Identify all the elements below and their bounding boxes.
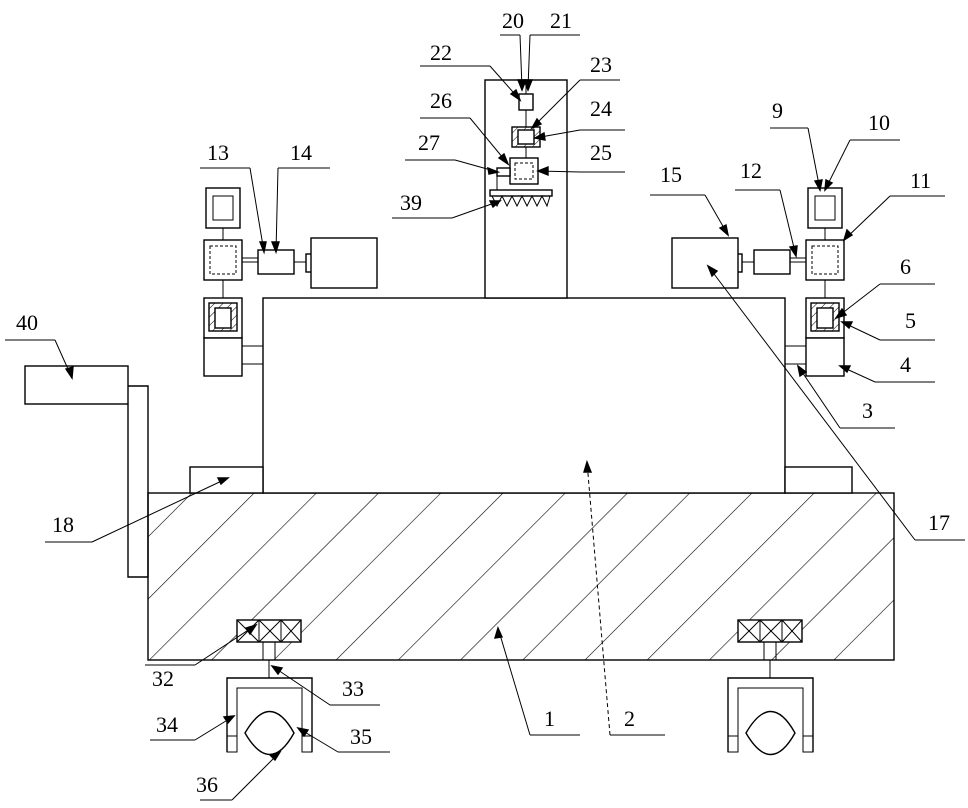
- label-40: 40: [16, 310, 38, 335]
- label-33: 33: [342, 676, 364, 701]
- label-23: 23: [590, 52, 612, 77]
- label-13: 13: [207, 140, 229, 165]
- label-14: 14: [290, 140, 312, 165]
- label-36: 36: [196, 772, 218, 797]
- top-column: [485, 80, 567, 298]
- label-35: 35: [350, 724, 372, 749]
- handle: [25, 366, 148, 577]
- wheel-right: [728, 620, 813, 755]
- wheel-left: [227, 620, 312, 755]
- label-25: 25: [590, 140, 612, 165]
- label-24: 24: [590, 96, 612, 121]
- label-9: 9: [772, 98, 783, 123]
- label-11: 11: [910, 168, 931, 193]
- label-27: 27: [418, 130, 440, 155]
- label-18: 18: [52, 512, 74, 537]
- label-2: 2: [624, 706, 635, 731]
- label-6: 6: [900, 254, 911, 279]
- label-3: 3: [862, 398, 873, 423]
- label-34: 34: [156, 712, 178, 737]
- label-26: 26: [430, 88, 452, 113]
- label-32: 32: [152, 666, 174, 691]
- label-5: 5: [905, 308, 916, 333]
- label-39: 39: [400, 190, 422, 215]
- label-17: 17: [928, 510, 950, 535]
- main-body: [190, 298, 852, 493]
- label-4: 4: [900, 352, 911, 377]
- label-22: 22: [430, 40, 452, 65]
- label-12: 12: [740, 158, 762, 183]
- label-20: 20: [502, 8, 524, 33]
- label-21: 21: [550, 8, 572, 33]
- label-15: 15: [660, 162, 682, 187]
- label-1: 1: [544, 706, 555, 731]
- label-10: 10: [868, 110, 890, 135]
